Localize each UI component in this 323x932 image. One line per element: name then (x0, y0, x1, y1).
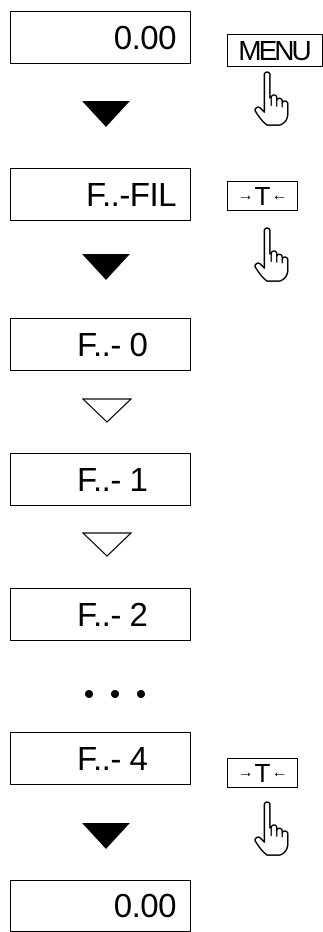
filled-down-arrow-icon (82, 823, 130, 849)
tare-key-label: T (254, 757, 271, 788)
menu-key[interactable]: MENU (227, 34, 323, 67)
filled-down-arrow-icon (82, 254, 130, 280)
hand-press-icon (254, 71, 289, 126)
display-box: F..- 0 (10, 318, 191, 371)
display-text: F..- 4 (77, 739, 148, 777)
filled-down-arrow-icon (82, 101, 130, 127)
tare-key[interactable]: → T ← (227, 181, 298, 211)
display-box: 0.00 (10, 11, 191, 64)
hand-press-icon (254, 227, 289, 282)
display-box: F..- 4 (10, 732, 191, 785)
display-box: F..- 2 (10, 588, 191, 641)
menu-key-label: MENU (238, 34, 311, 66)
display-box: 0.00 (10, 880, 191, 932)
display-text: 0.00 (113, 887, 177, 924)
arrow-left-icon: ← (271, 187, 288, 204)
display-text: F..-FIL (85, 175, 177, 213)
tare-key-label: T (254, 180, 271, 211)
arrow-right-icon: → (237, 764, 254, 781)
hand-press-icon (254, 801, 289, 856)
outline-down-arrow-icon (82, 532, 132, 557)
ellipsis-dots-icon (85, 690, 145, 698)
tare-key[interactable]: → T ← (227, 758, 298, 788)
display-text: F..- 2 (77, 595, 148, 633)
display-text: F..- 1 (77, 460, 148, 498)
display-box: F..- 1 (10, 453, 191, 506)
outline-down-arrow-icon (82, 398, 132, 423)
display-text: 0.00 (113, 18, 177, 56)
arrow-left-icon: ← (271, 764, 288, 781)
display-box: F..-FIL (10, 168, 191, 221)
arrow-right-icon: → (237, 187, 254, 204)
display-text: F..- 0 (77, 325, 148, 363)
